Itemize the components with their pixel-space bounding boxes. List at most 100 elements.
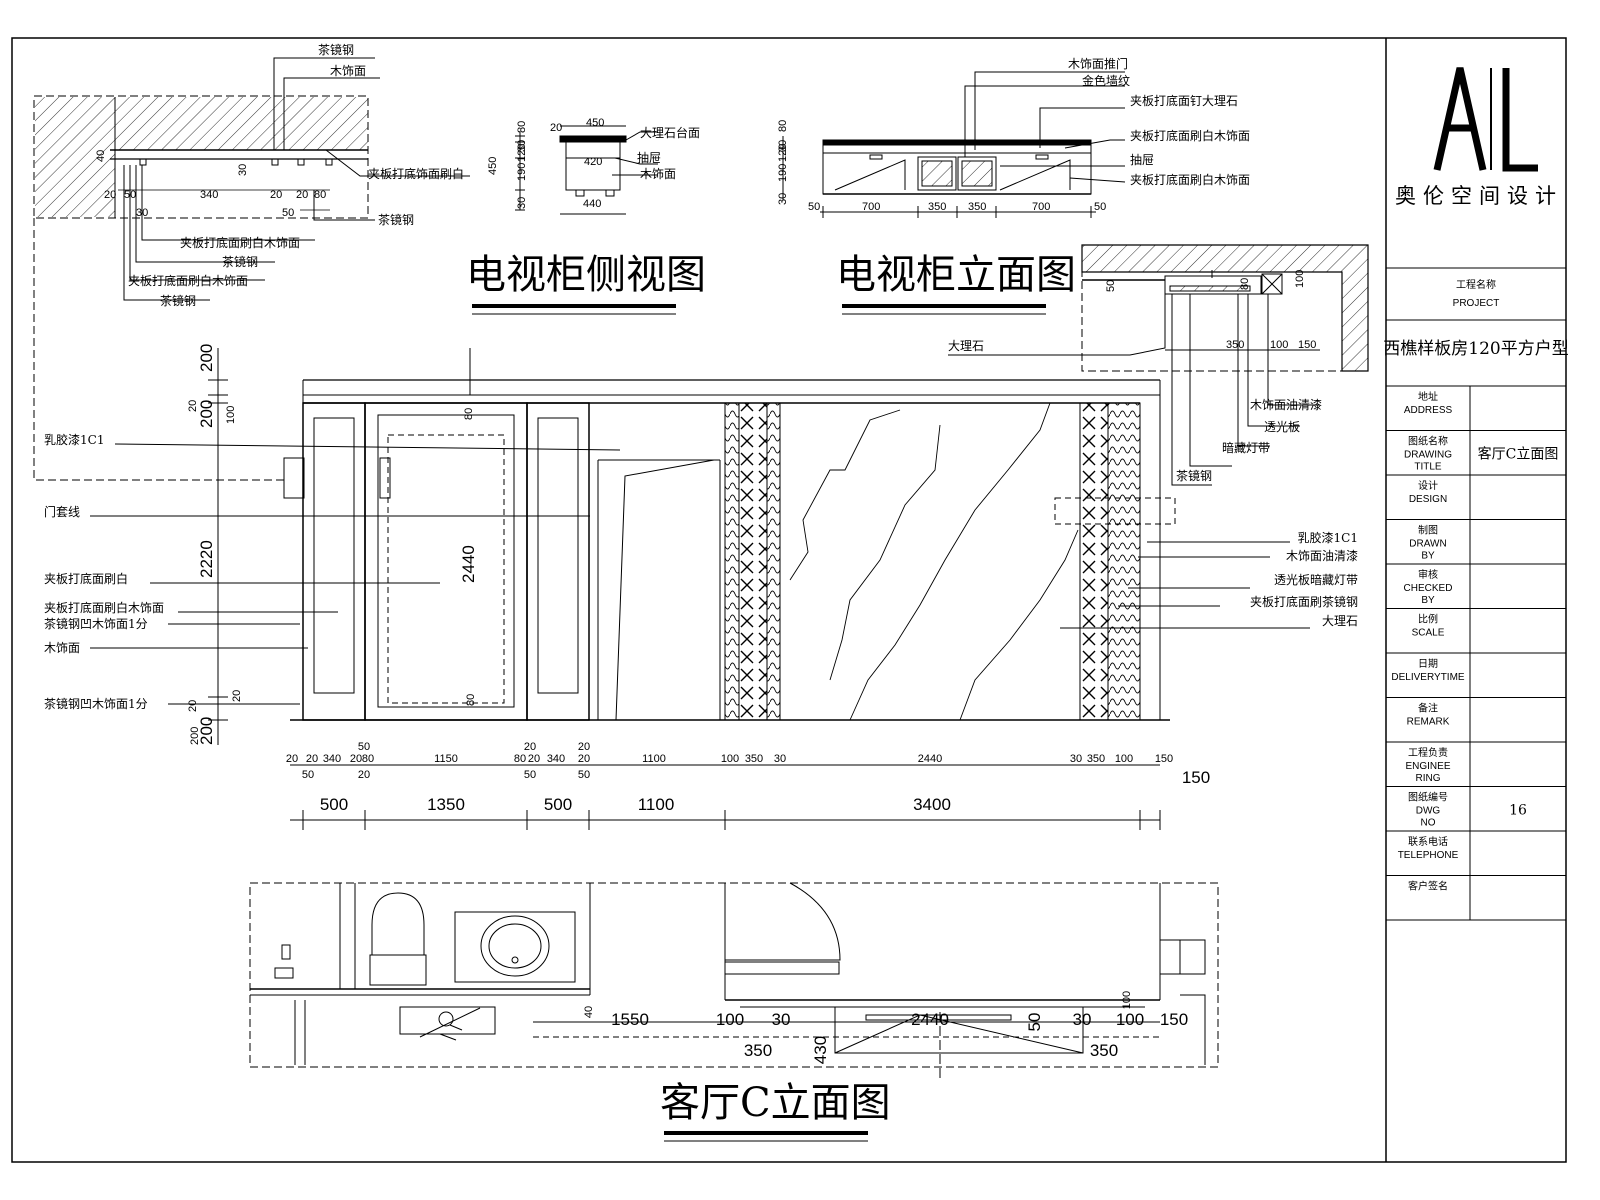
project-label: PROJECT <box>1453 298 1500 309</box>
plan-dim: 100 <box>1121 991 1133 1009</box>
small-dim: 340 <box>323 753 341 765</box>
elevation-dim: 120 <box>777 144 789 162</box>
title-block-rows: 地址ADDRESS图纸名称DRAWINGTITLE客厅C立面图设计DESIGN制… <box>1386 386 1566 921</box>
elevation-label: 夹板打底面刷白木饰面 <box>1130 172 1250 187</box>
elevation-label: 金色墙纹 <box>1082 73 1130 88</box>
small-dim-top: 50 <box>358 741 370 753</box>
elevation-dim: 190 <box>777 164 789 182</box>
small-dim: 20 <box>286 753 298 765</box>
vertical-dim: 80 <box>465 694 477 706</box>
plan-dim: 1550 <box>611 1010 649 1029</box>
small-dim-top: 20 <box>578 741 590 753</box>
plan-dim: 150 <box>1160 1010 1188 1029</box>
side-view-dim: 120 <box>516 144 528 162</box>
ceiling-dim: 80 <box>1239 278 1251 290</box>
small-dim-bottom: 50 <box>578 769 590 781</box>
detail-label: 夹板打底面刷白木饰面 <box>180 235 300 250</box>
title-block-label-en: CHECKED <box>1404 583 1453 594</box>
side-view-label: 抽屉 <box>637 151 661 165</box>
small-dim: 30 <box>774 753 786 765</box>
detail-label: 茶镜钢 <box>222 254 258 269</box>
detail-label: 木饰面 <box>330 64 366 78</box>
elevation-left-label: 木饰面 <box>44 641 80 655</box>
small-dim: 2440 <box>918 753 942 765</box>
sheet-border <box>11 37 1567 1163</box>
major-dim: 500 <box>320 795 348 814</box>
side-view-dim: 80 <box>516 121 528 133</box>
small-dim: 350 <box>745 753 763 765</box>
ceiling-label: 大理石 <box>948 339 984 353</box>
detail-dim: 340 <box>200 189 218 201</box>
title-block-label-en: TELEPHONE <box>1398 850 1459 861</box>
elevation-dim: 50 <box>808 201 820 213</box>
small-dim: 1100 <box>642 753 666 765</box>
title-block-label-en: DESIGN <box>1409 494 1447 505</box>
title-block-label-cn: 日期 <box>1418 658 1438 670</box>
elevation-label: 夹板打底面刷白木饰面 <box>1130 128 1250 143</box>
side-view-dim: 440 <box>583 198 601 210</box>
title-block: 奥伦空间设计 工程名称 PROJECT 西樵样板房120平方户型 地址ADDRE… <box>1383 38 1569 1162</box>
elevation-right-label: 木饰面油清漆 <box>1286 549 1358 563</box>
ceiling-label: 透光板 <box>1264 420 1300 434</box>
small-dim: 20 <box>578 753 590 765</box>
title-block-label-cn: 备注 <box>1418 702 1438 715</box>
small-dim: 80 <box>514 753 526 765</box>
small-dim-top: 20 <box>524 741 536 753</box>
project-label-cn: 工程名称 <box>1456 278 1496 291</box>
title-block-value: 16 <box>1509 803 1527 819</box>
ceiling-detail <box>948 244 1369 486</box>
title-block-label-en: DRAWING <box>1404 450 1452 461</box>
ceiling-dim: 350 <box>1226 339 1244 351</box>
vertical-dim: 200 <box>189 727 201 745</box>
title-block-label-en: REMARK <box>1407 717 1450 728</box>
vertical-dim: 200 <box>197 344 216 372</box>
title-block-label-cn: 图纸编号 <box>1408 791 1448 804</box>
elevation-left-label: 夹板打底面刷白 <box>44 571 128 586</box>
detail-label: 茶镜钢 <box>378 212 414 227</box>
title-block-label-en: DWG <box>1416 806 1441 817</box>
detail-dim: 30 <box>136 207 148 219</box>
elevation-left-label: 门套线 <box>44 504 80 519</box>
small-dim-bottom: 50 <box>524 769 536 781</box>
top-left-detail-labels: 茶镜钢木饰面夹板打底饰面刷白茶镜钢夹板打底面刷白木饰面茶镜钢夹板打底面刷白木饰面… <box>128 42 464 308</box>
detail-dim: 50 <box>282 207 294 219</box>
detail-label: 夹板打底面刷白木饰面 <box>128 273 248 288</box>
side-view-dim: 450 <box>586 117 604 129</box>
vertical-dim: 100 <box>225 406 237 424</box>
detail-dim: 50 <box>124 189 136 201</box>
title-block-label-cn: 客户签名 <box>1408 880 1448 893</box>
title-block-label-en: DRAWN <box>1409 539 1446 550</box>
elevation-title: 电视柜立面图 <box>836 252 1076 298</box>
elevation-right-label: 乳胶漆1C1 <box>1298 530 1358 545</box>
side-view-dim: 420 <box>584 156 602 168</box>
elevation-dim: 30 <box>777 193 789 205</box>
title-block-label-cn: 制图 <box>1418 524 1438 537</box>
small-dim: 20 <box>306 753 318 765</box>
vertical-dim: 200 <box>197 400 216 428</box>
title-block-label-cn: 地址 <box>1418 390 1438 403</box>
major-dim: 150 <box>1182 768 1210 787</box>
side-view-label: 木饰面 <box>640 167 676 181</box>
ceiling-label: 茶镜钢 <box>1176 468 1212 483</box>
side-view-dim: 450 <box>487 157 499 175</box>
elevation-right-label: 大理石 <box>1322 614 1358 628</box>
major-dim: 1350 <box>427 795 465 814</box>
detail-dim: 20 <box>270 189 282 201</box>
elevation-right-label: 夹板打底面刷茶镜钢 <box>1250 594 1358 609</box>
detail-dim: 30 <box>237 164 249 176</box>
company-name: 奥伦空间设计 <box>1395 184 1563 208</box>
ceiling-label: 暗藏灯带 <box>1222 440 1270 455</box>
plan-dim: 50 <box>1025 1013 1044 1032</box>
company-logo <box>1433 67 1538 172</box>
ceiling-dim: 100 <box>1270 339 1288 351</box>
small-dim: 350 <box>1087 753 1105 765</box>
title-block-label-cn: 联系电话 <box>1408 835 1448 848</box>
elevation-view-text: 木饰面推门金色墙纹夹板打底面钉大理石夹板打底面刷白木饰面抽屉夹板打底面刷白木饰面… <box>777 56 1250 213</box>
small-dim-bottom: 50 <box>302 769 314 781</box>
title-block-label-en: TITLE <box>1414 462 1442 473</box>
ceiling-label: 木饰面油清漆 <box>1250 398 1322 412</box>
elevation-left-label: 夹板打底面刷白木饰面 <box>44 600 164 615</box>
